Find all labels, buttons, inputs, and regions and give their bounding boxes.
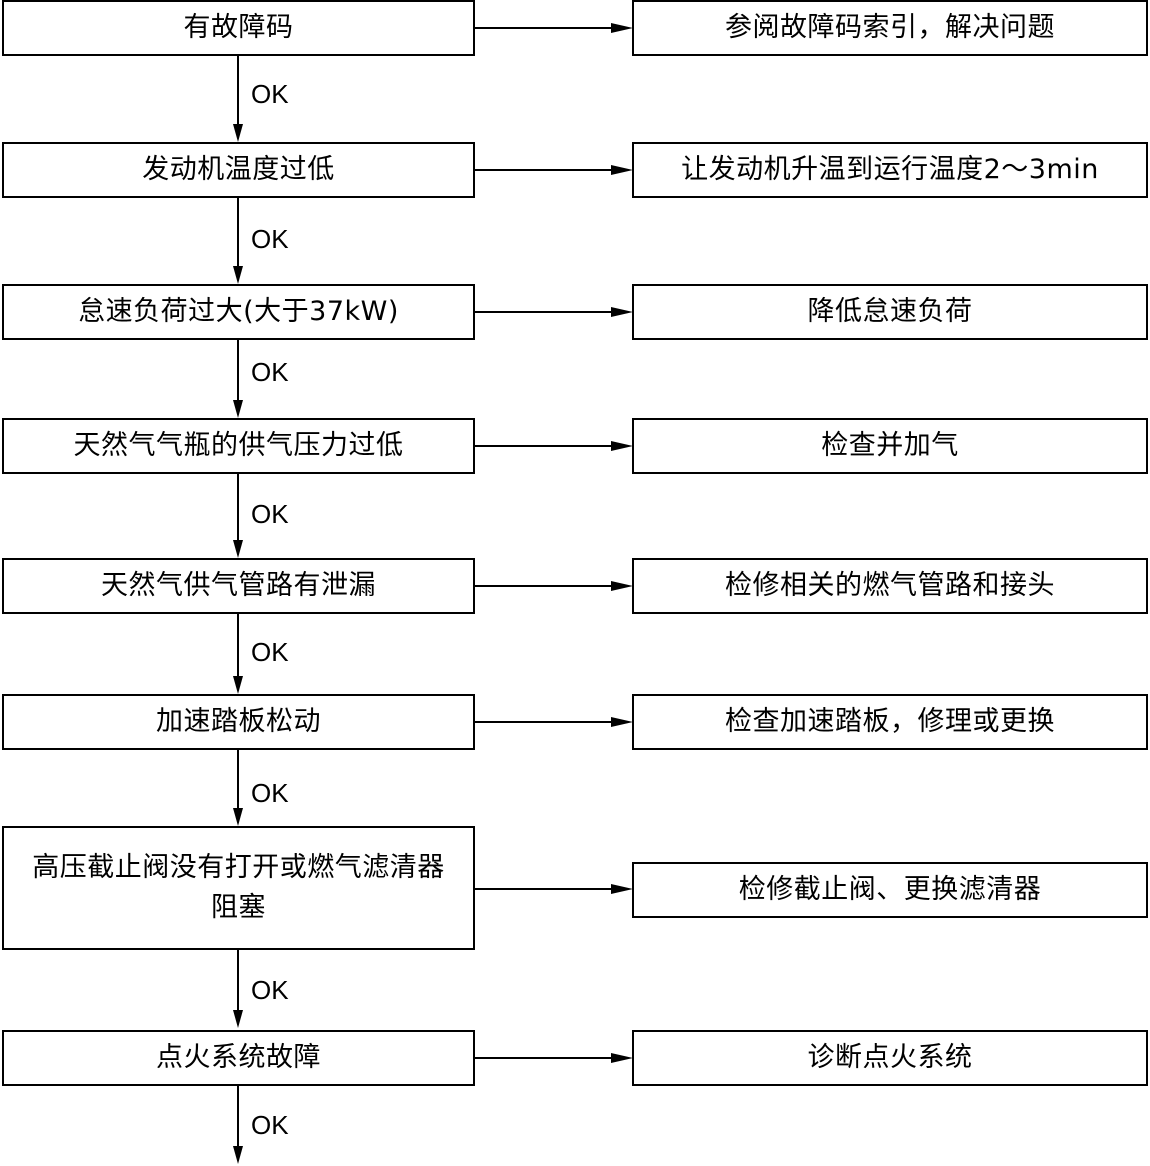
- arrow-right: [611, 884, 633, 894]
- arrow-right: [611, 165, 633, 175]
- connector-line: [475, 585, 613, 587]
- connector-line: [475, 721, 613, 723]
- ok-label: OK: [251, 499, 289, 529]
- condition-box: 天然气气瓶的供气压力过低: [2, 418, 475, 474]
- flow-line: [237, 56, 239, 124]
- ok-label: OK: [251, 778, 289, 808]
- flow-line: [237, 198, 239, 266]
- action-box: 检查并加气: [632, 418, 1148, 474]
- arrow-right: [611, 717, 633, 727]
- action-box: 检修截止阀、更换滤清器: [632, 862, 1148, 918]
- arrow-down: [233, 540, 243, 558]
- arrow-down: [233, 1010, 243, 1028]
- action-box: 诊断点火系统: [632, 1030, 1148, 1086]
- arrow-right: [611, 307, 633, 317]
- condition-box: 天然气供气管路有泄漏: [2, 558, 475, 614]
- action-box: 参阅故障码索引，解决问题: [632, 0, 1148, 56]
- connector-line: [475, 1057, 613, 1059]
- connector-line: [475, 445, 613, 447]
- flow-line: [237, 614, 239, 676]
- ok-label: OK: [251, 224, 289, 254]
- condition-box: 有故障码: [2, 0, 475, 56]
- condition-box: 高压截止阀没有打开或燃气滤清器阻塞: [2, 826, 475, 950]
- action-box: 让发动机升温到运行温度2～3min: [632, 142, 1148, 198]
- arrow-down: [233, 808, 243, 826]
- condition-box: 怠速负荷过大(大于37kW): [2, 284, 475, 340]
- action-box: 检查加速踏板，修理或更换: [632, 694, 1148, 750]
- condition-box: 加速踏板松动: [2, 694, 475, 750]
- arrow-right: [611, 581, 633, 591]
- arrow-down: [233, 400, 243, 418]
- arrow-down: [233, 124, 243, 142]
- action-box: 检修相关的燃气管路和接头: [632, 558, 1148, 614]
- arrow-down: [233, 1146, 243, 1164]
- arrow-right: [611, 441, 633, 451]
- condition-box: 发动机温度过低: [2, 142, 475, 198]
- flow-line: [237, 750, 239, 808]
- ok-label: OK: [251, 975, 289, 1005]
- condition-box: 点火系统故障: [2, 1030, 475, 1086]
- connector-line: [475, 169, 613, 171]
- arrow-right: [611, 23, 633, 33]
- ok-label: OK: [251, 1110, 289, 1140]
- flow-line: [237, 950, 239, 1010]
- connector-line: [475, 27, 613, 29]
- ok-label: OK: [251, 357, 289, 387]
- arrow-right: [611, 1053, 633, 1063]
- action-box: 降低怠速负荷: [632, 284, 1148, 340]
- flow-line: [237, 474, 239, 540]
- flow-line: [237, 1086, 239, 1146]
- ok-label: OK: [251, 637, 289, 667]
- arrow-down: [233, 266, 243, 284]
- arrow-down: [233, 676, 243, 694]
- flow-line: [237, 340, 239, 400]
- connector-line: [475, 888, 613, 890]
- ok-label: OK: [251, 79, 289, 109]
- connector-line: [475, 311, 613, 313]
